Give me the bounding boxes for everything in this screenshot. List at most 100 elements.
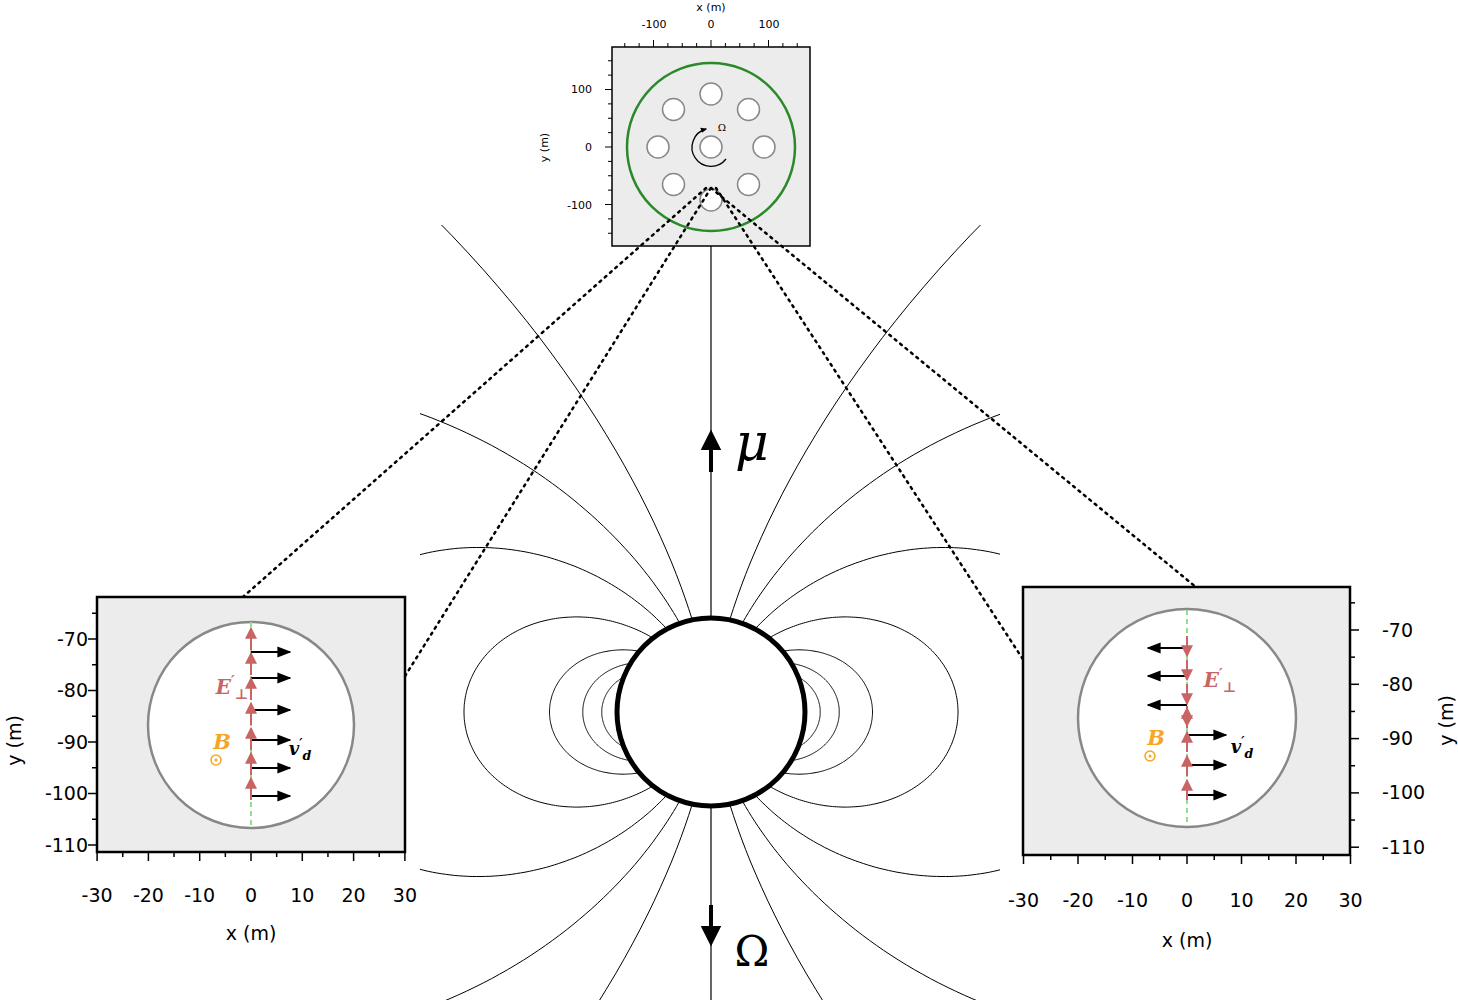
- field-arrow: [1186, 780, 1188, 800]
- tick: [404, 852, 406, 861]
- tick: [1050, 855, 1052, 860]
- drift-arrow: [1187, 794, 1226, 796]
- field-arrow: [1186, 732, 1188, 752]
- tick: [199, 852, 201, 861]
- magnetic-field-label: B: [1147, 727, 1165, 748]
- tick: [696, 43, 697, 47]
- axis-label: 0: [585, 142, 592, 153]
- tick: [1186, 855, 1188, 864]
- axis-title: x (m): [226, 924, 277, 943]
- tick: [608, 118, 612, 119]
- electric-field-label: E′⊥: [1204, 670, 1236, 690]
- drift-arrow: [251, 767, 290, 769]
- tick: [88, 793, 97, 795]
- tick: [1295, 855, 1297, 864]
- field-arrow: [250, 678, 252, 700]
- drift-arrow: [1148, 647, 1187, 649]
- tick: [1350, 819, 1355, 821]
- tick: [250, 852, 252, 861]
- tick: [624, 43, 625, 47]
- tick: [92, 613, 97, 615]
- tick: [1350, 711, 1355, 713]
- axis-label: 30: [1338, 891, 1362, 910]
- right-inset: [1023, 587, 1359, 864]
- drift-velocity-label: v′d: [289, 740, 312, 758]
- drift-arrow: [251, 709, 290, 711]
- rotation-symbol: Ω: [718, 123, 726, 133]
- tick: [605, 204, 612, 205]
- axis-title: x (m): [1162, 931, 1213, 950]
- tick: [754, 43, 755, 47]
- tick: [88, 690, 97, 692]
- tick: [725, 43, 726, 47]
- axis-label: 20: [1284, 891, 1308, 910]
- axis-label: 0: [1181, 891, 1193, 910]
- hole: [753, 136, 775, 158]
- axis-label: 0: [708, 19, 715, 30]
- tick: [148, 852, 150, 861]
- tick: [1159, 855, 1161, 860]
- tick: [667, 43, 668, 47]
- tick: [122, 852, 124, 857]
- axis-label: -70: [1382, 621, 1413, 640]
- field-arrow: [1186, 684, 1188, 704]
- axis-label: 10: [1229, 891, 1253, 910]
- axis-label: -90: [1382, 729, 1413, 748]
- axis-label: -30: [82, 886, 113, 905]
- drift-arrow: [251, 651, 290, 653]
- top-panel: [605, 40, 810, 246]
- tick: [682, 43, 683, 47]
- hole: [738, 99, 760, 121]
- field-arrow: [250, 653, 252, 675]
- field-arrow: [250, 628, 252, 650]
- tick: [1268, 855, 1270, 860]
- mu-arrow: [704, 434, 718, 472]
- axis-title: x (m): [696, 2, 725, 13]
- axis-label: -100: [642, 19, 667, 30]
- tick: [1214, 855, 1216, 860]
- axis-label: 20: [342, 886, 366, 905]
- axis-label: 0: [245, 886, 257, 905]
- axis-label: -10: [184, 886, 215, 905]
- tick: [1323, 855, 1325, 860]
- tick: [88, 844, 97, 846]
- tick: [92, 819, 97, 821]
- tick: [379, 852, 381, 857]
- tick: [353, 852, 355, 861]
- tick: [1241, 855, 1243, 864]
- axis-label: -90: [57, 733, 88, 752]
- axis-label: 30: [393, 886, 417, 905]
- magnetic-moment-symbol: μ: [733, 414, 771, 470]
- tick: [92, 664, 97, 666]
- tick: [1105, 855, 1107, 860]
- drift-arrow: [1187, 734, 1226, 736]
- field-arrow: [1186, 636, 1188, 656]
- drift-arrow: [251, 795, 290, 797]
- tick: [608, 190, 612, 191]
- tick: [608, 175, 612, 176]
- drift-velocity-label: v′d: [1231, 738, 1254, 756]
- axis-label: -10: [1117, 891, 1148, 910]
- field-arrow: [1186, 660, 1188, 680]
- axis-label: -20: [133, 886, 164, 905]
- tick: [797, 43, 798, 47]
- hole: [738, 174, 760, 196]
- electric-field-label: E′⊥: [216, 677, 248, 697]
- left-inset: [88, 597, 405, 861]
- axis-label: -110: [45, 836, 88, 855]
- tick: [739, 43, 740, 47]
- tick: [88, 741, 97, 743]
- tick: [1132, 855, 1134, 864]
- tick: [768, 40, 769, 47]
- tick: [1350, 738, 1359, 740]
- tick: [1350, 855, 1352, 864]
- axis-label: -70: [57, 630, 88, 649]
- drift-arrow: [1148, 675, 1187, 677]
- tick: [653, 40, 654, 47]
- axis-label: -80: [1382, 675, 1413, 694]
- axis-label: -30: [1008, 891, 1039, 910]
- field-line: [420, 225, 692, 1000]
- tick: [1350, 602, 1355, 604]
- dipole-field-lines: [420, 225, 1000, 1000]
- axis-label: -100: [45, 784, 88, 803]
